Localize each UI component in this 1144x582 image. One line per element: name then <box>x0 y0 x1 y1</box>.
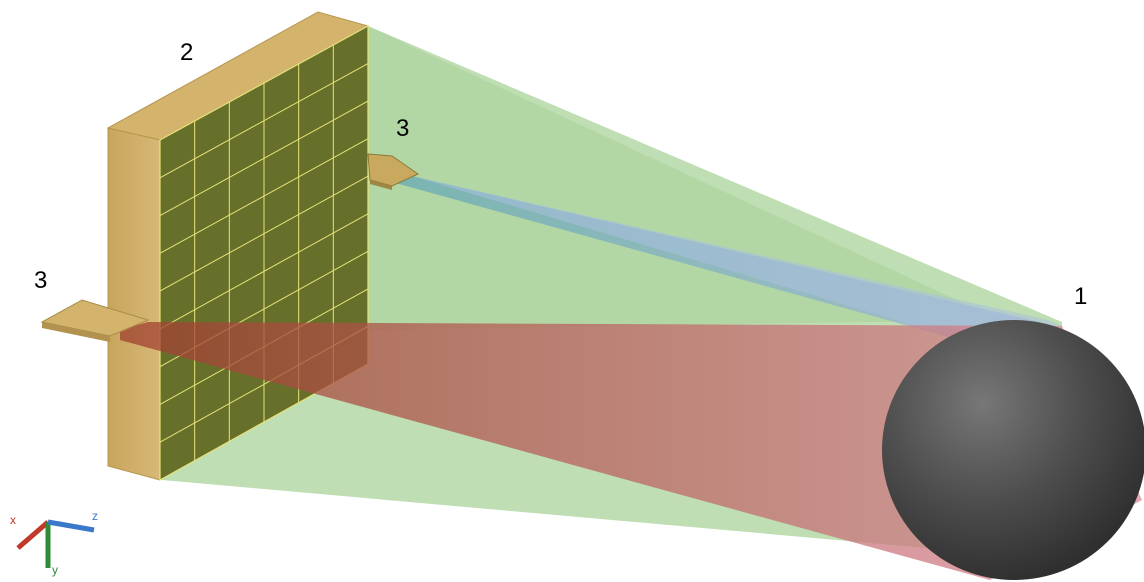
axis-x-line <box>16 520 50 550</box>
panel-grid-row-line <box>159 175 369 292</box>
panel-grid-row-line <box>159 138 369 254</box>
left-sensor <box>40 299 150 342</box>
callout-sensor-left: 3 <box>34 267 47 294</box>
panel-grid-row-line <box>159 213 369 330</box>
panel-grid-row-line <box>159 100 369 216</box>
callout-panel: 2 <box>180 39 193 66</box>
axis-y-label: y <box>52 563 58 577</box>
panel-side-face <box>107 127 161 481</box>
callout-sensor-top: 3 <box>396 115 409 142</box>
top-sensor <box>367 153 420 190</box>
axis-x-label: x <box>10 513 16 527</box>
axis-z-label: z <box>92 509 98 523</box>
panel-grid <box>159 45 369 461</box>
callout-sphere: 1 <box>1074 283 1087 310</box>
sphere <box>882 320 1144 580</box>
panel-view-cone-shadow <box>162 26 1000 480</box>
axis-triad: x y z <box>10 509 98 577</box>
top-sensor-beam-upper <box>412 176 1062 330</box>
left-sensor-beam <box>120 322 1142 580</box>
panel-grid-row-line <box>159 63 369 179</box>
axis-z-line <box>47 519 95 533</box>
